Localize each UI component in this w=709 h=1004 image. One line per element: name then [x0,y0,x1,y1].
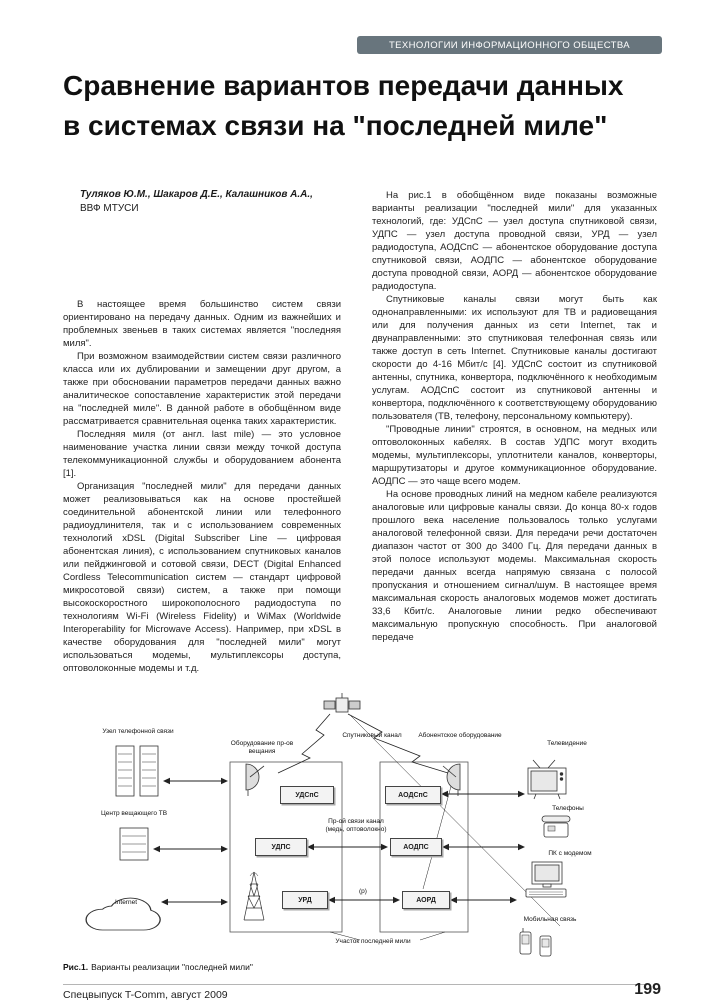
internet-cloud-icon [85,897,161,931]
figure-caption: Рис.1.Варианты реализации "последней мил… [63,962,253,972]
telephone-switch-icon [115,745,159,797]
label-internet: Internet [114,899,138,906]
paragraph: В настоящее время большинство систем свя… [63,299,341,349]
paragraph: Спутниковые каналы связи могут быть как … [372,294,657,422]
label-wire-channel: Пр-ой связи канал (медь, оптоволокно) [325,818,387,833]
label-telephone-node: Узел телефонной связи [102,728,174,735]
figure-caption-label: Рис.1. [63,962,89,972]
satellite-dish-left-icon [245,763,265,796]
tv-center-icon [119,827,149,861]
radio-links [277,713,561,927]
node-aord: АОРД [402,891,450,909]
affiliation: ВВФ МТУСИ [80,203,139,214]
label-satellite-channel: Спутниковый канал [342,732,402,739]
desk-phone-icon [541,815,571,838]
paragraph: При возможном взаимодействии систем связ… [63,351,341,427]
figure-diagram [85,693,571,957]
last-mile-pointers [329,931,446,941]
radio-tower-icon [243,871,265,921]
node-aodsps: АОДСпС [385,786,441,804]
satellite-icon [323,693,361,713]
label-tv-center: Центр вещающего ТВ [100,810,168,817]
title-line1: Сравнение вариантов передачи данных [63,70,624,101]
paragraph: Последняя миля (от англ. last mile) — эт… [63,429,341,479]
tv-icon [527,759,567,800]
journal-footer: Спецвыпуск T-Comm, август 2009 [63,989,228,1001]
page-number: 199 [634,981,661,998]
title-line2: в системах связи на "последней миле" [63,110,608,141]
author-names: Туляков Ю.М., Шакаров Д.Е., Калашников А… [80,189,313,200]
paragraph: Организация "последней мили" для передач… [63,481,341,674]
label-mobile: Мобильная связь [523,916,577,923]
figure-caption-text: Варианты реализации "последней мили" [91,962,253,972]
authors-block: Туляков Ю.М., Шакаров Д.Е., Калашников А… [80,189,342,214]
desktop-pc-icon [525,861,567,898]
paragraph: На основе проводных линий на медном кабе… [372,489,657,643]
node-urd: УРД [282,891,328,909]
mobile-phone-icon [519,928,552,957]
label-tv: Телевидение [547,740,587,747]
node-udps: УДПС [255,838,307,856]
label-radio-mark: (р) [359,888,367,895]
label-phone: Телефоны [552,805,584,812]
label-pc: ПК с модемом [548,850,592,857]
right-column: На рис.1 в обобщённом виде показаны возм… [372,189,657,644]
label-subscriber-equipment: Абонентское оборудование [418,732,502,739]
left-column: В настоящее время большинство систем свя… [63,298,341,675]
section-badge: ТЕХНОЛОГИИ ИНФОРМАЦИОННОГО ОБЩЕСТВА [357,36,662,54]
node-aodps: АОДПС [390,838,442,856]
paragraph: "Проводные линии" строятся, в основном, … [372,424,657,487]
label-broadcast-equipment: Оборудование пр-ов вещания [230,740,294,755]
satellite-dish-right-icon [442,763,461,796]
node-udsps: УДСпС [280,786,334,804]
paragraph: На рис.1 в обобщённом виде показаны возм… [372,190,657,292]
page-title: Сравнение вариантов передачи данных в сис… [63,66,663,146]
figure-1: Узел телефонной связи Центр вещающего ТВ… [30,686,680,966]
label-last-mile: Участок последней мили [335,938,411,945]
footer-rule [63,984,647,985]
connector-arrows [153,777,525,906]
